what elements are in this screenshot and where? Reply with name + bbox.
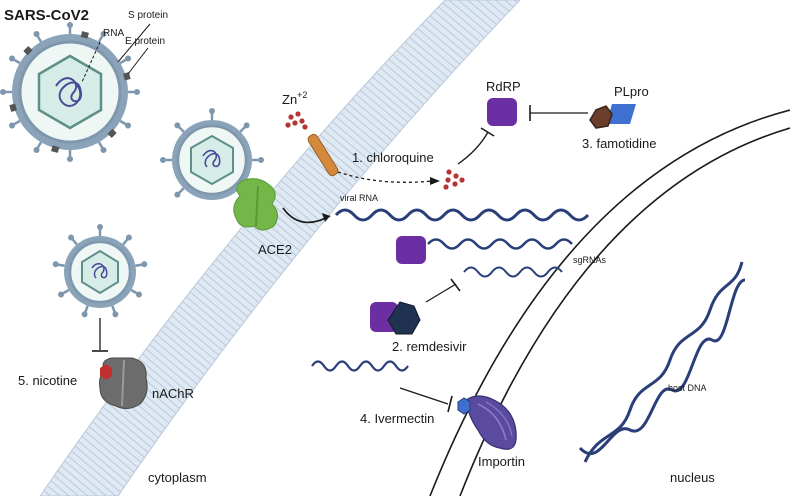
s-protein-label: S protein — [128, 10, 168, 21]
zinc-ions — [285, 111, 308, 130]
nucleus-label: nucleus — [670, 470, 715, 485]
rna-label: RNA — [103, 28, 124, 39]
remdesivir-inhibit-bar — [450, 278, 461, 292]
ivermectin-label: 4. Ivermectin — [360, 411, 434, 426]
importin-protein — [465, 395, 517, 450]
ivermectin-inhibit-bar — [447, 395, 453, 413]
zinc-inhibits-rdrp — [457, 131, 489, 165]
ivermectin-cargo-strand — [311, 360, 409, 372]
viral-rna-strand — [334, 208, 590, 222]
ace2-label: ACE2 — [258, 242, 292, 257]
sars-cov2-virion — [0, 20, 142, 164]
sgrnas-label: sgRNAs — [573, 255, 607, 265]
chloroquine-ionophore — [307, 133, 339, 177]
zinc-label: Zn+2 — [282, 90, 307, 107]
ivermectin-inhibition-line — [399, 387, 449, 405]
entry-arrowhead — [322, 213, 330, 222]
chloroquine-arrow — [337, 171, 433, 183]
cell-membrane — [39, 0, 521, 496]
host-dna-label: host DNA — [668, 383, 707, 393]
zinc-inhibit-bar — [480, 127, 495, 137]
famotidine-molecule — [589, 105, 613, 129]
e-protein-pointer — [127, 47, 149, 75]
plpro-protein — [606, 104, 636, 124]
cytoplasm-label: cytoplasm — [148, 470, 207, 485]
chloroquine-label: 1. chloroquine — [352, 150, 434, 165]
importin-label: Importin — [478, 454, 525, 469]
remdesivir-label: 2. remdesivir — [392, 339, 467, 354]
intracellular-zinc — [443, 169, 465, 190]
remdesivir-molecule — [387, 301, 421, 335]
bound-virion — [158, 106, 266, 201]
sgrna-strand — [463, 266, 563, 278]
nachr-label: nAChR — [152, 386, 194, 401]
host-dna-helix — [578, 261, 746, 463]
viral-rna-label: viral RNA — [340, 193, 378, 203]
ace2-receptor — [233, 178, 278, 231]
free-virion — [50, 222, 150, 320]
plpro-label: PLpro — [614, 84, 649, 99]
remdesivir-inhibition-line — [425, 283, 457, 303]
nicotine-label: 5. nicotine — [18, 373, 77, 388]
subgenomic-rna-strand — [427, 238, 573, 250]
chloroquine-arrowhead — [430, 177, 440, 185]
rdrp-transcribing — [396, 236, 426, 264]
s-protein-pointer — [117, 23, 151, 63]
e-protein-label: E protein — [125, 36, 165, 47]
rdrp-protein — [487, 98, 517, 126]
nicotine-molecule — [100, 364, 112, 380]
ivermectin-molecule — [457, 397, 471, 415]
famotidine-label: 3. famotidine — [582, 136, 656, 151]
rna-pointer — [81, 41, 101, 83]
sars-cov2-label: SARS-CoV2 — [4, 7, 89, 24]
rdrp-label: RdRP — [486, 79, 521, 94]
